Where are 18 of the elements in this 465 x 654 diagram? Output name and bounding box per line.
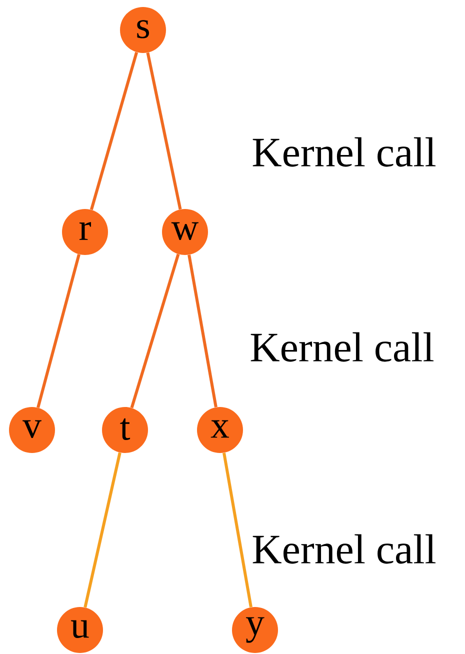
edge-line	[36, 254, 80, 408]
edge-line	[90, 52, 138, 210]
circle-node: u	[57, 607, 103, 653]
circle-node: r	[62, 209, 108, 255]
circle-node: t	[102, 407, 148, 453]
step-label: Kernel call	[252, 534, 436, 564]
edge-line	[146, 52, 182, 210]
step-label: Kernel call	[250, 332, 434, 362]
edge-line	[222, 452, 252, 608]
edge-line	[188, 254, 218, 408]
circle-node: y	[232, 607, 278, 653]
circle-node: w	[162, 209, 208, 255]
edge-line	[84, 452, 122, 608]
circle-node: v	[9, 407, 55, 453]
circle-node: x	[197, 407, 243, 453]
edge-line	[130, 254, 180, 408]
circle-node: s	[120, 7, 166, 53]
step-label: Kernel call	[252, 137, 436, 167]
